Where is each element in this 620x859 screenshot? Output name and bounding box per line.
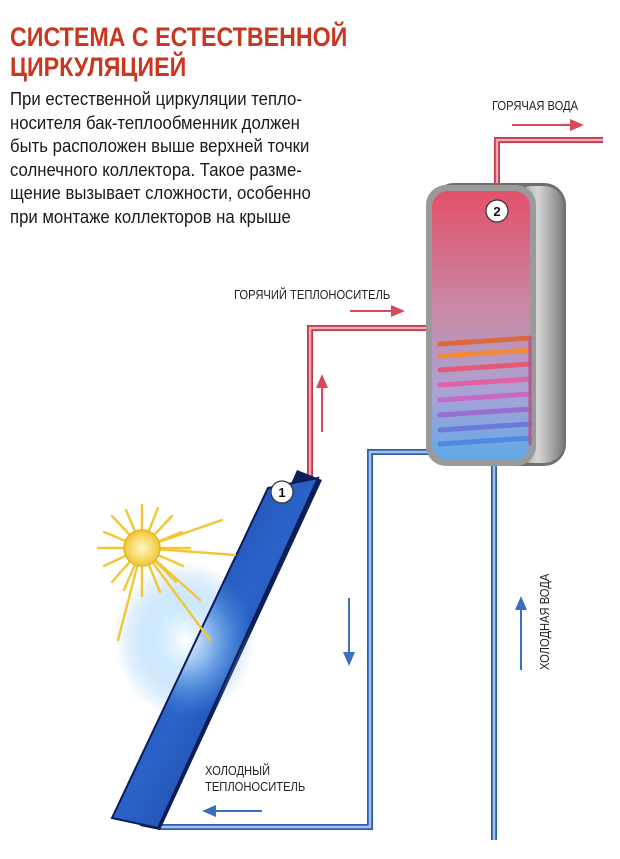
storage-tank <box>426 183 566 466</box>
cold-coolant-label-line-2: ТЕПЛОНОСИТЕЛЬ <box>205 779 306 794</box>
hot-water-arrow <box>512 119 584 131</box>
downward-flow-arrow <box>343 598 355 666</box>
lead-paragraph: При естественной циркуляции тепло- носит… <box>10 88 382 229</box>
lead-line: при монтаже коллекторов на крыше <box>10 206 291 227</box>
lead-line: быть расположен выше верхней точки <box>10 136 310 156</box>
cold-coolant-return-pipe <box>158 449 437 830</box>
upward-flow-arrow <box>316 374 328 432</box>
cold-water-label: ХОЛОДНАЯ ВОДА <box>537 573 552 670</box>
tank-marker: 2 <box>485 199 509 223</box>
collector-marker-label: 1 <box>278 485 285 500</box>
cold-water-arrow <box>515 596 527 670</box>
cold-coolant-arrow <box>202 805 262 817</box>
hot-coolant-pipe <box>307 325 437 480</box>
hot-water-label: ГОРЯЧАЯ ВОДА <box>492 98 579 113</box>
heat-exchanger-coil <box>437 335 533 447</box>
hot-coolant-label: ГОРЯЧИЙ ТЕПЛОНОСИТЕЛЬ <box>234 287 391 302</box>
lead-line: носителя бак-теплообменник должен <box>10 112 300 133</box>
collector-marker: 1 <box>270 480 294 504</box>
solar-collector <box>110 470 322 830</box>
lead-line: При естественной циркуляции тепло- <box>10 89 302 109</box>
title-line-1: СИСТЕМА С ЕСТЕСТВЕННОЙ <box>10 22 348 52</box>
cold-coolant-label-line-1: ХОЛОДНЫЙ <box>205 763 271 778</box>
hot-water-outlet-pipe <box>494 137 603 190</box>
title-line-2: ЦИРКУЛЯЦИЕЙ <box>10 52 187 82</box>
lead-line: солнечного коллектора. Такое разме- <box>10 159 302 180</box>
hot-coolant-arrow <box>350 305 405 317</box>
diagram-title: СИСТЕМА С ЕСТЕСТВЕННОЙ ЦИРКУЛЯЦИЕЙ <box>10 22 348 82</box>
lead-line: щение вызывает сложности, особенно <box>10 183 311 203</box>
tank-marker-label: 2 <box>493 204 500 219</box>
sun-icon <box>96 503 237 642</box>
